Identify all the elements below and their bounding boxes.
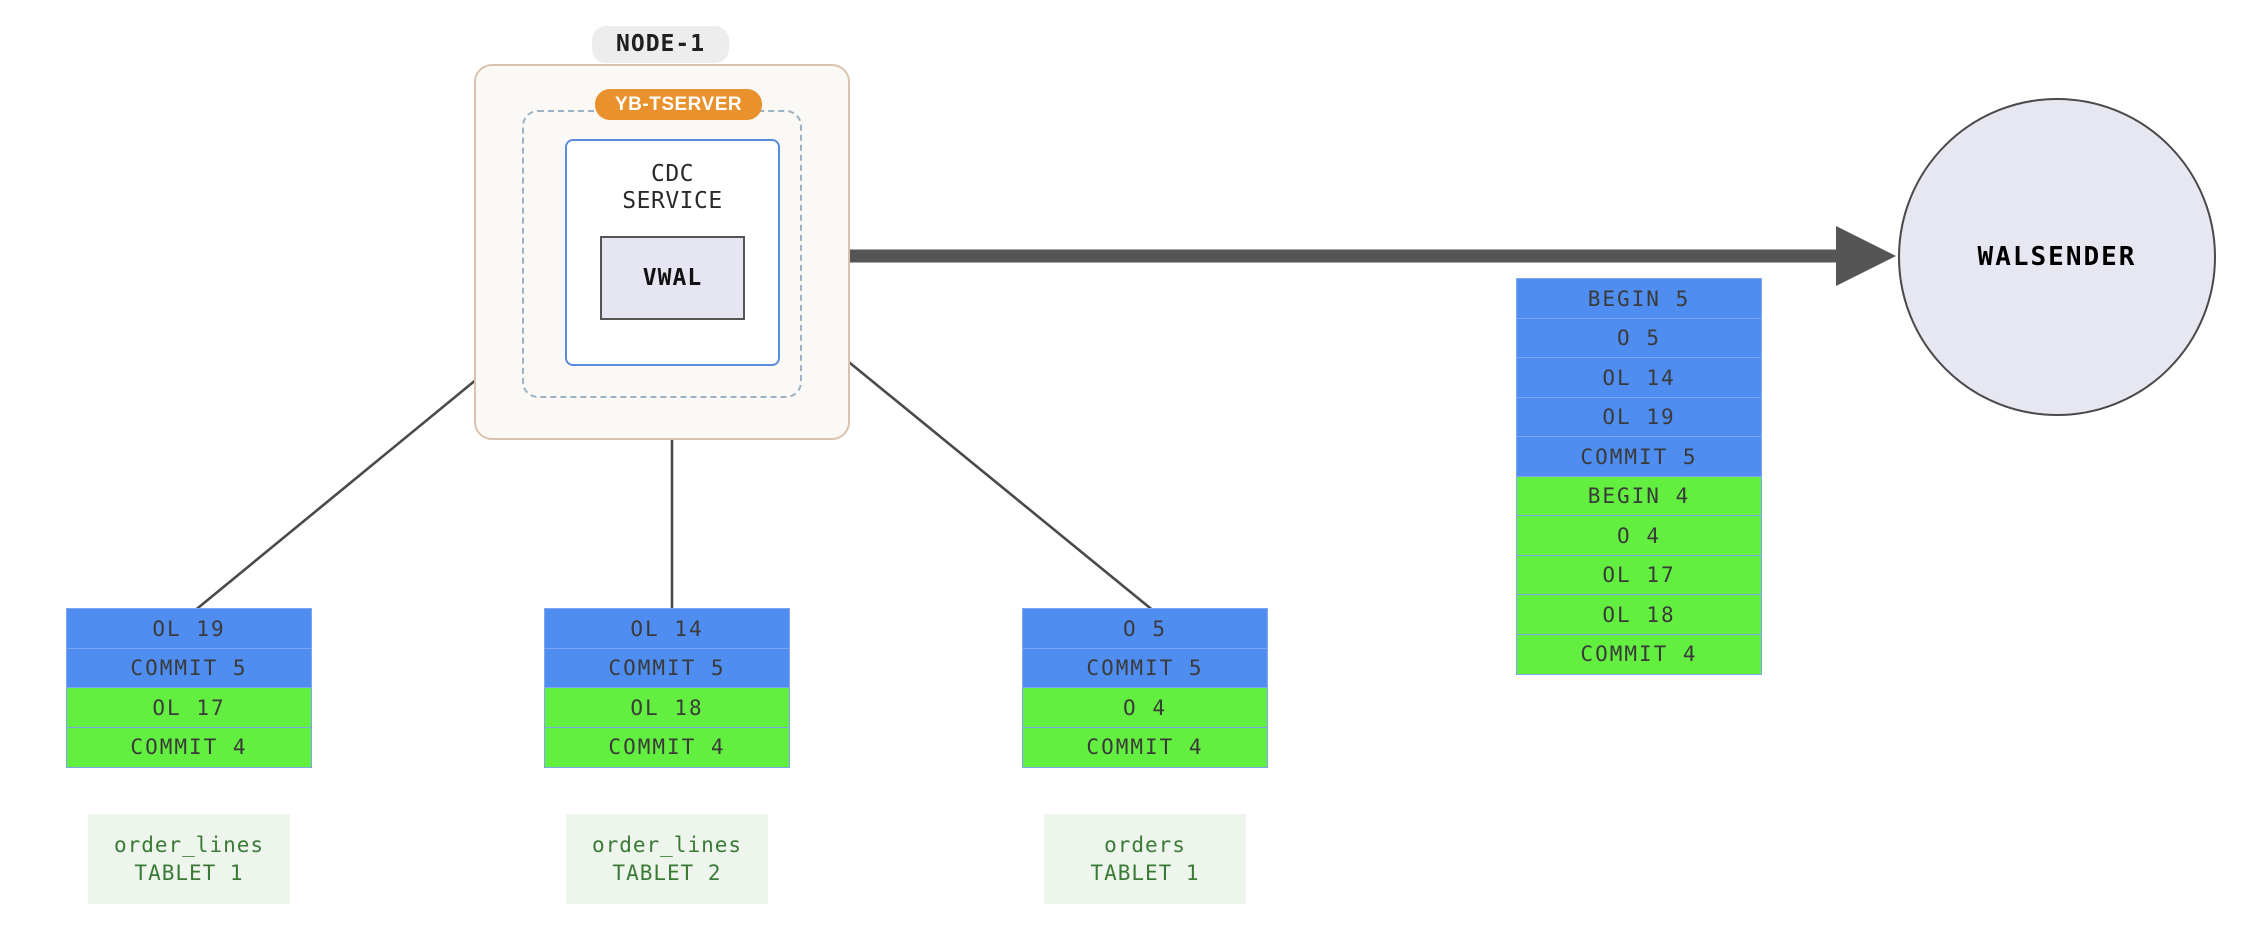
tablet-table-name: orders: [1104, 832, 1186, 857]
record-row: OL 17: [1516, 554, 1762, 596]
vwal-box: VWAL: [600, 236, 745, 320]
record-row: OL 17: [66, 687, 312, 728]
record-row: OL 19: [66, 608, 312, 649]
record-row: COMMIT 4: [66, 726, 312, 768]
cdc-service-label-line1: CDC: [650, 161, 695, 187]
arrow-node-to-walsender: [848, 226, 1896, 286]
record-row: BEGIN 5: [1516, 278, 1762, 319]
record-row: OL 14: [544, 608, 790, 649]
record-row: COMMIT 4: [1022, 726, 1268, 768]
record-row: COMMIT 4: [1516, 633, 1762, 675]
tablet-index-name: TABLET 2: [612, 861, 722, 885]
record-row: COMMIT 5: [66, 647, 312, 689]
node-1-badge: NODE-1: [592, 26, 730, 63]
record-row: O 5: [1516, 317, 1762, 359]
tablet-table-name: order_lines: [591, 832, 743, 857]
record-row: OL 18: [544, 687, 790, 728]
record-row: O 4: [1022, 687, 1268, 728]
record-row: OL 14: [1516, 357, 1762, 398]
cdc-service-label-line2: SERVICE: [622, 188, 723, 215]
record-row: COMMIT 5: [544, 647, 790, 689]
record-row: OL 18: [1516, 594, 1762, 635]
record-row: COMMIT 4: [544, 726, 790, 768]
record-row: BEGIN 4: [1516, 475, 1762, 517]
tablet-table-name: order_lines: [113, 832, 265, 857]
record-row: O 4: [1516, 515, 1762, 556]
walsender-node: WALSENDER: [1898, 98, 2216, 416]
tablet-index-name: TABLET 1: [1090, 861, 1200, 885]
yb-tserver-badge: YB-TSERVER: [595, 89, 763, 120]
record-row: COMMIT 5: [1516, 436, 1762, 477]
record-row: O 5: [1022, 608, 1268, 649]
tablet-index-name: TABLET 1: [134, 861, 244, 885]
record-row: OL 19: [1516, 396, 1762, 438]
record-row: COMMIT 5: [1022, 647, 1268, 689]
cdc-service-label: CDC SERVICE: [567, 161, 778, 215]
